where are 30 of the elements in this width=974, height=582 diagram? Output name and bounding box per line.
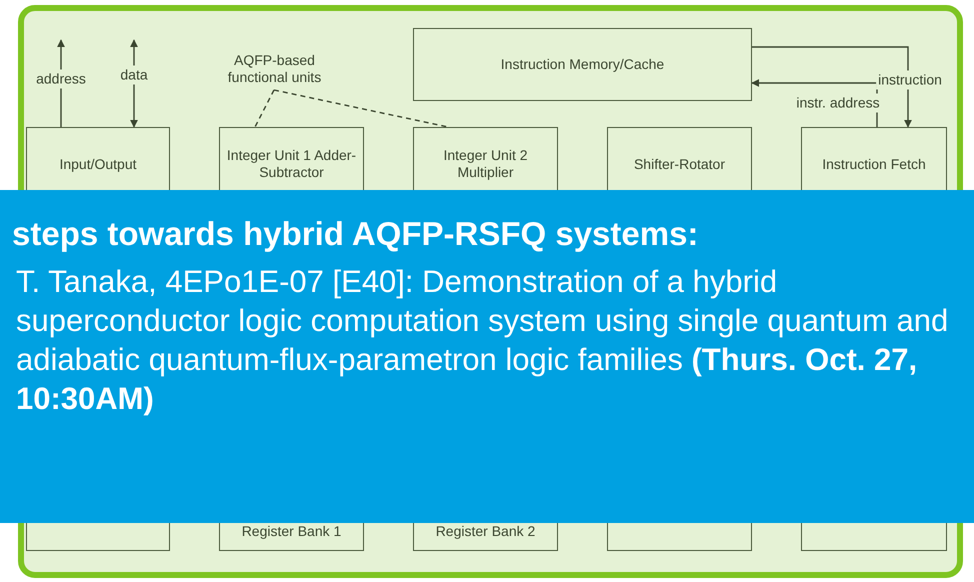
box-label: Integer Unit 2 Multiplier [442, 147, 529, 181]
box-label: Register Bank 2 [436, 523, 536, 540]
process-box [219, 127, 364, 190]
arrow [752, 46, 912, 128]
edge-label: address [34, 70, 88, 88]
process-box [413, 127, 558, 190]
box-label: Input/Output [59, 156, 137, 172]
process-box [607, 127, 752, 190]
box-label: Register Bank 1 [242, 523, 342, 540]
edge-label: instruction [876, 70, 944, 90]
process-box [801, 127, 947, 190]
box-label: Shifter-Rotator [634, 156, 726, 172]
announcement-banner [0, 190, 974, 523]
process-box [219, 523, 364, 551]
banner-heading: steps towards hybrid AQFP-RSFQ systems: [12, 214, 698, 254]
process-box [413, 523, 558, 551]
empty-box [26, 523, 170, 551]
annotation-text: AQFP-based functional units [226, 52, 322, 86]
empty-box [801, 523, 947, 551]
empty-box [607, 523, 752, 551]
leader-line [254, 90, 275, 128]
box-label: Integer Unit 1 Adder-Subtractor [226, 147, 358, 181]
edge-label: instr. address [794, 94, 882, 112]
box-label: Instruction Memory/Cache [500, 56, 664, 73]
leader-line [274, 89, 448, 128]
process-box [26, 127, 170, 190]
banner-text: T. Tanaka, 4EPo1E-07 [E40]: Demonstration of a hybrid superconductor logic computation system using single quantum and adiabatic quantum-flux-parametron logic families (Thurs. Oct. 27, 10:30AM) [16, 263, 950, 418]
edge-label: data [118, 66, 150, 84]
box-label: Instruction Fetch [822, 156, 926, 172]
process-box [413, 28, 752, 101]
